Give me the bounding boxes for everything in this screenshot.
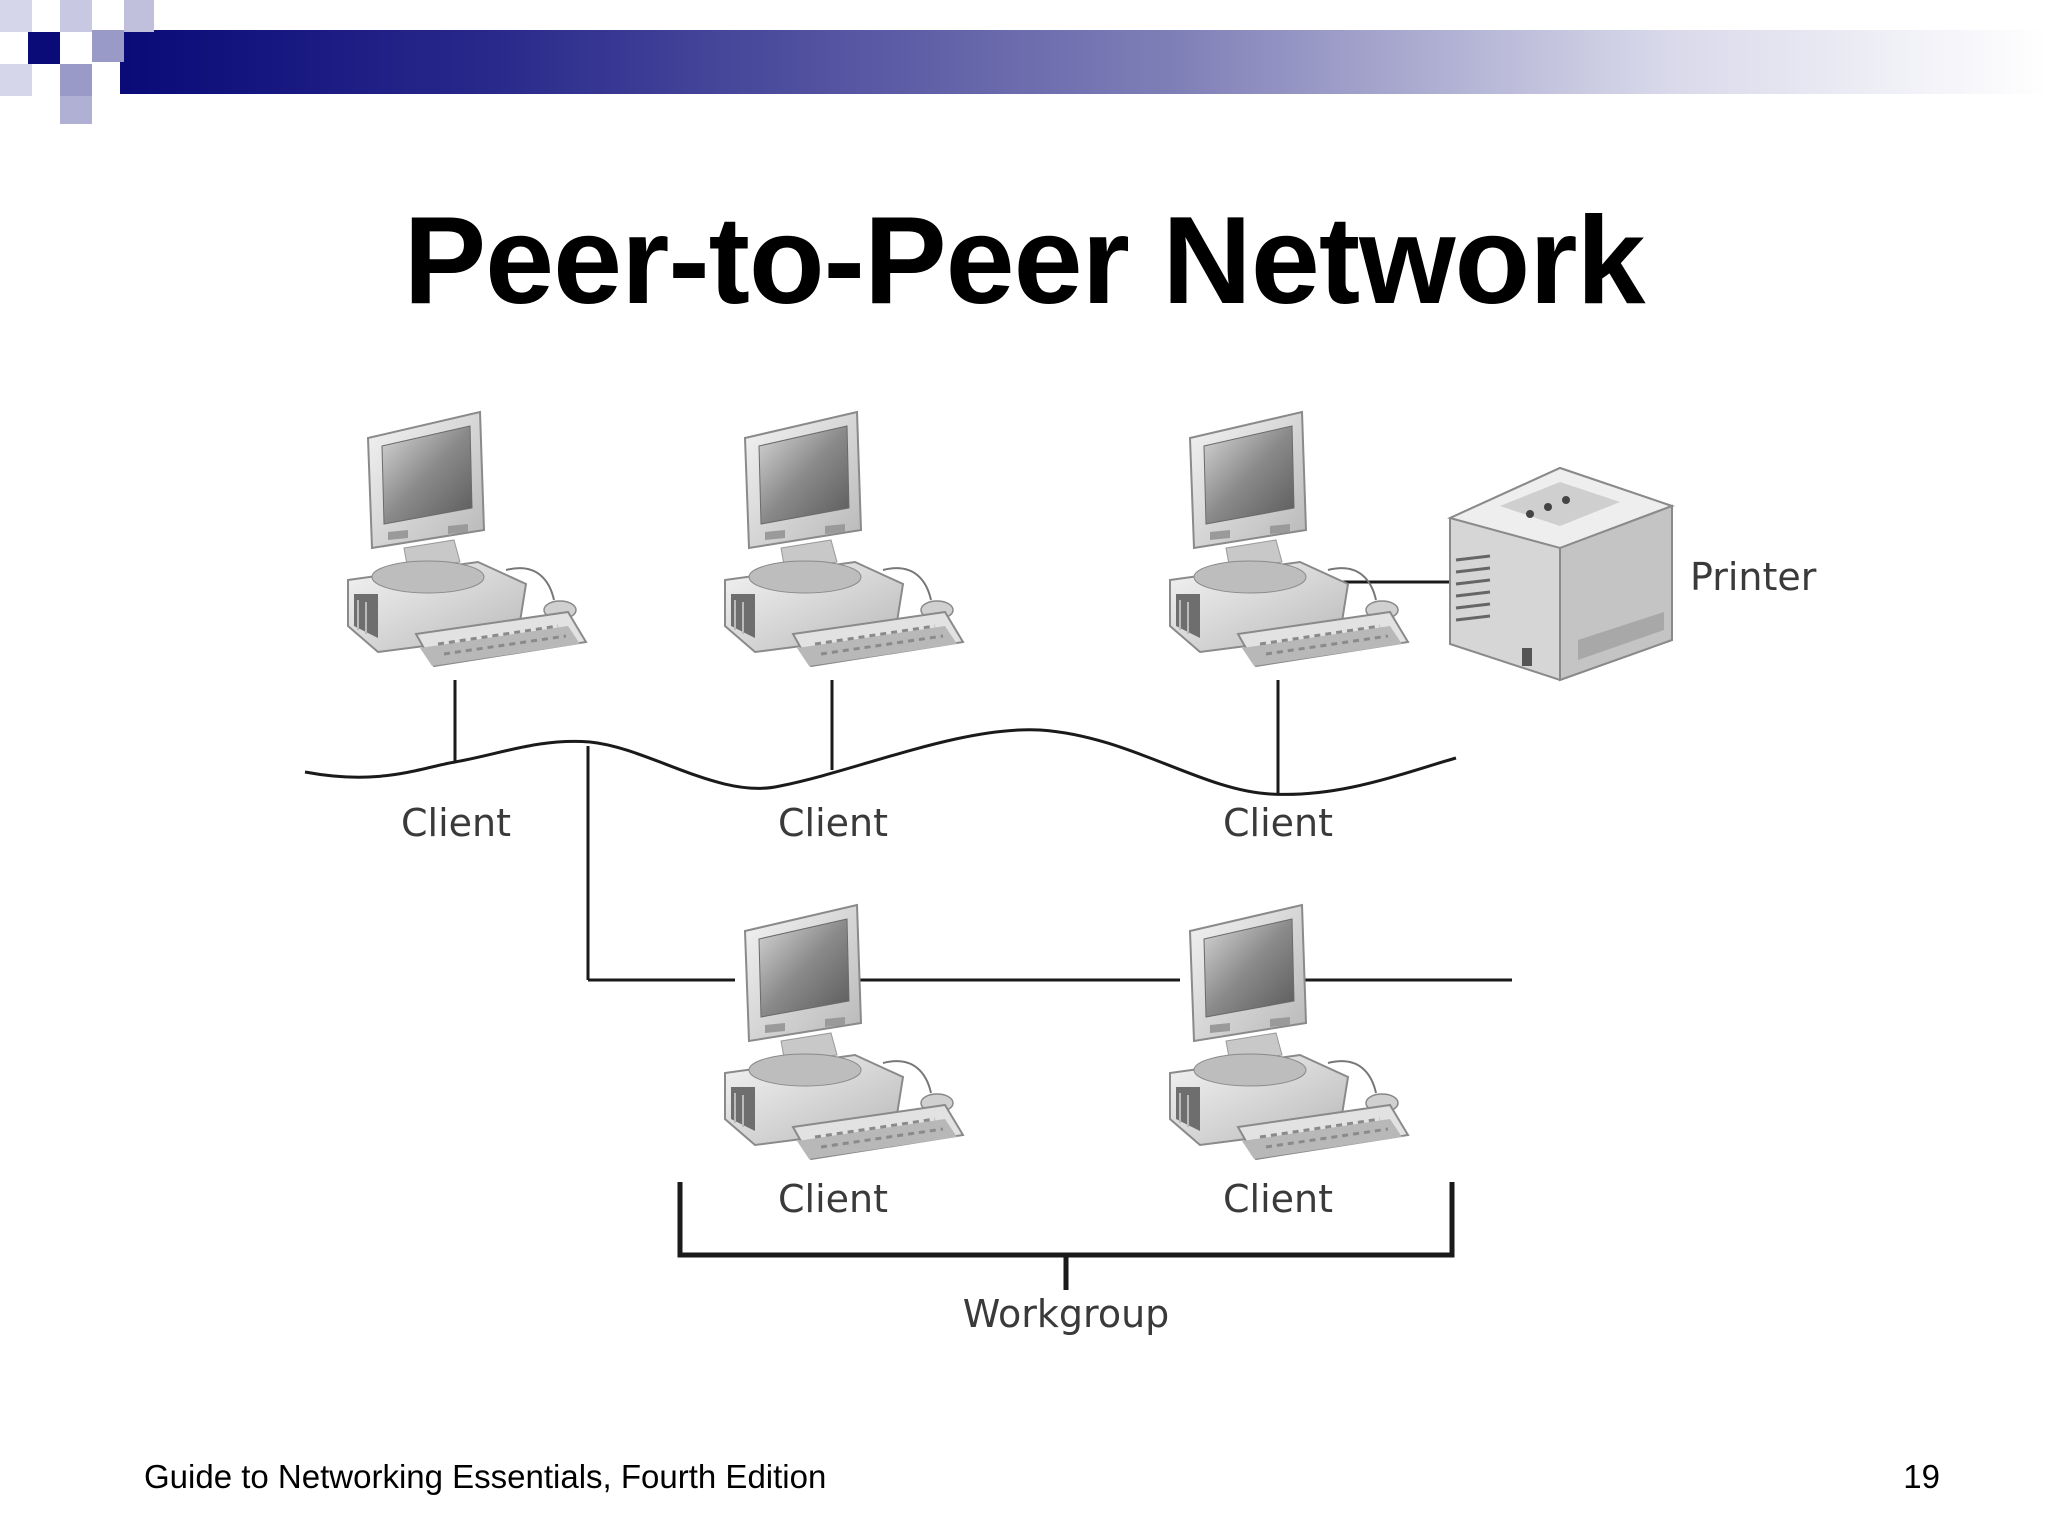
workgroup-bracket — [677, 1182, 1455, 1290]
page-number: 19 — [1903, 1458, 1940, 1495]
client-label-3: Client — [1223, 801, 1333, 845]
printer-label: Printer — [1690, 555, 1817, 599]
client-label-5: Client — [1223, 1177, 1333, 1221]
client-computer-5-icon — [1168, 903, 1410, 1161]
client-computer-4-icon — [723, 903, 965, 1161]
client-label-1: Client — [401, 801, 511, 845]
client-computer-2-icon — [723, 410, 965, 668]
network-cable-lines — [304, 580, 1512, 982]
client-label-2: Client — [778, 801, 888, 845]
client-computer-1-icon — [346, 410, 588, 668]
client-computer-3-icon — [1168, 410, 1410, 668]
slide-title: Peer-to-Peer Network — [403, 192, 1645, 330]
workgroup-label: Workgroup — [963, 1292, 1170, 1336]
client-label-4: Client — [778, 1177, 888, 1221]
header-gradient-bar — [120, 30, 2048, 94]
printer-icon — [1447, 466, 1675, 682]
footer-text: Guide to Networking Essentials, Fourth E… — [144, 1458, 827, 1495]
